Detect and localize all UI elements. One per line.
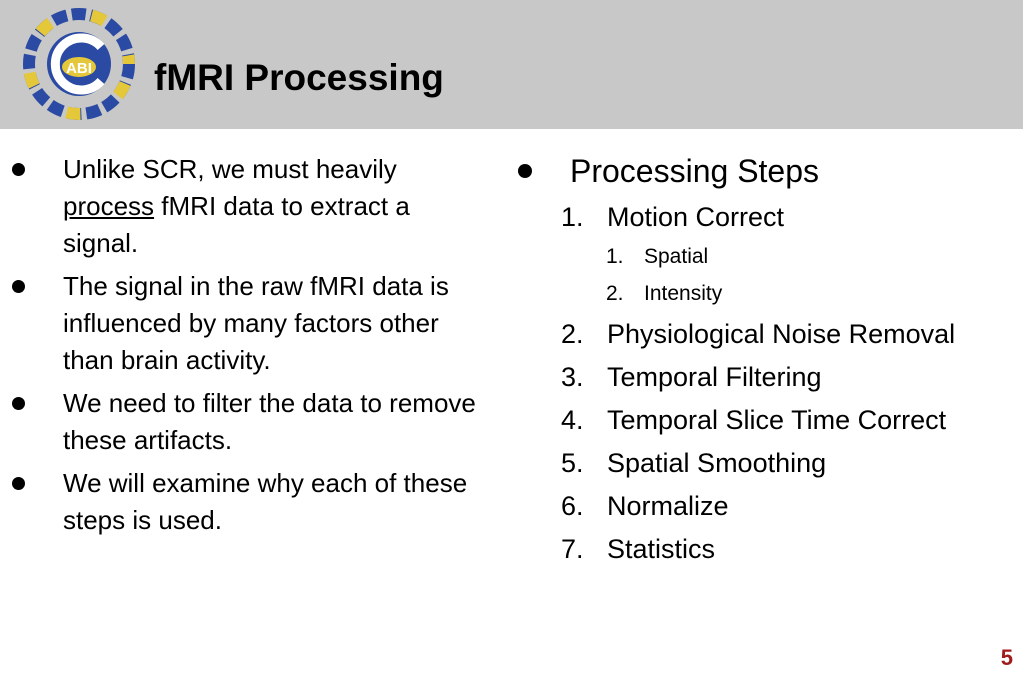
step-number: 7. (561, 534, 584, 564)
step-number: 3. (561, 362, 584, 392)
step-item: 2. Physiological Noise Removal (518, 316, 1018, 352)
step-number: 4. (561, 405, 584, 435)
slide-title: fMRI Processing (154, 57, 444, 98)
bullet-text-post: fMRI data to extract a signal. (63, 191, 410, 258)
bullet-icon (12, 397, 25, 410)
bullet-text: The signal in the raw fMRI data is influ… (63, 271, 449, 375)
left-bullet-3: We need to filter the data to remove the… (12, 385, 492, 459)
substeps-list: 1. Spatial 2. Intensity (518, 242, 1018, 309)
substep-item: 1. Spatial (518, 242, 1018, 272)
steps-list: 1. Motion Correct 1. Spatial 2. Intensit… (518, 199, 1018, 567)
step-label: Physiological Noise Removal (607, 319, 956, 349)
bullet-text-pre: Unlike SCR, we must heavily (63, 154, 397, 184)
step-label: Normalize (607, 491, 729, 521)
bullet-text: We need to filter the data to remove the… (63, 388, 476, 455)
step-item: 4. Temporal Slice Time Correct (518, 402, 1018, 438)
left-bullet-2: The signal in the raw fMRI data is influ… (12, 268, 492, 379)
substeps-container: 1. Spatial 2. Intensity (518, 242, 1018, 309)
step-number: 6. (561, 491, 584, 521)
step-item: 1. Motion Correct (518, 199, 1018, 235)
abi-logo: ABI (23, 8, 135, 120)
step-number: 1. (561, 202, 584, 232)
bullet-icon (12, 163, 25, 176)
substep-number: 2. (606, 282, 624, 305)
substep-item: 2. Intensity (518, 279, 1018, 309)
substep-number: 1. (606, 245, 624, 268)
underlined-word: process (63, 191, 155, 221)
step-label: Spatial Smoothing (607, 448, 827, 478)
step-label: Statistics (607, 534, 716, 564)
substep-label: Spatial (644, 245, 709, 268)
bullet-icon (518, 164, 532, 178)
step-item: 7. Statistics (518, 531, 1018, 567)
step-item: 5. Spatial Smoothing (518, 445, 1018, 481)
left-bullet-4: We will examine why each of these steps … (12, 465, 492, 539)
processing-steps-heading: Processing Steps (518, 150, 1018, 192)
slide-header: ABI fMRI Processing (0, 0, 1023, 129)
left-column: Unlike SCR, we must heavily process fMRI… (12, 151, 492, 545)
heading-text: Processing Steps (570, 153, 820, 189)
substep-label: Intensity (644, 282, 723, 305)
bullet-icon (12, 280, 25, 293)
page-number: 5 (1000, 645, 1013, 670)
left-bullet-1: Unlike SCR, we must heavily process fMRI… (12, 151, 492, 262)
step-number: 2. (561, 319, 584, 349)
step-label: Temporal Filtering (607, 362, 822, 392)
step-label: Temporal Slice Time Correct (607, 405, 947, 435)
bullet-icon (12, 477, 25, 490)
step-label: Motion Correct (607, 202, 785, 232)
logo-text: ABI (66, 60, 92, 77)
step-item: 6. Normalize (518, 488, 1018, 524)
bullet-text: We will examine why each of these steps … (63, 468, 468, 535)
step-item: 3. Temporal Filtering (518, 359, 1018, 395)
step-number: 5. (561, 448, 584, 478)
right-column: Processing Steps 1. Motion Correct 1. Sp… (518, 150, 1018, 567)
